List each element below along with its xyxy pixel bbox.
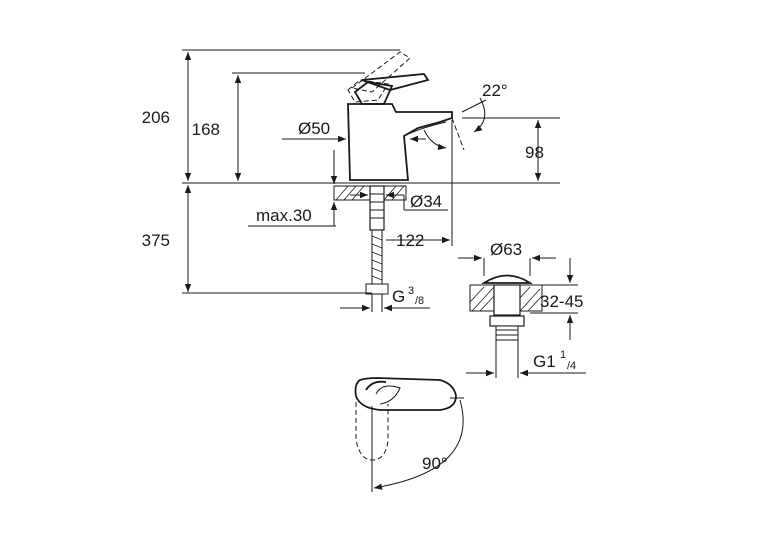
dim-outlet-height: 98 <box>525 143 544 162</box>
dim-waste-diameter: Ø63 <box>490 240 522 259</box>
dim-handle-angle: 90° <box>422 454 448 473</box>
deck-section <box>333 185 407 312</box>
vertical-dimensions <box>182 52 542 294</box>
dim-connection-sub: /8 <box>415 295 424 307</box>
hole-diameter-dimension: Ø34 <box>350 191 448 211</box>
dim-hose-length: 375 <box>142 231 170 250</box>
dim-max-deck: max.30 <box>256 206 312 225</box>
dimension-206: 206 <box>142 108 170 127</box>
dim-body-diameter: Ø50 <box>298 119 330 138</box>
dim-projection: 122 <box>396 231 424 250</box>
dim-spout-height: 168 <box>192 120 220 139</box>
body-diameter-dimension: Ø50 <box>282 119 426 143</box>
dim-spout-angle: 22° <box>482 81 508 100</box>
dim-waste-range: 32-45 <box>540 292 583 311</box>
waste-valve-view: Ø63 32-45 G1 1 /4 <box>458 240 586 378</box>
dim-connection-sup: 3 <box>408 285 414 297</box>
dim-waste-thread: G1 <box>533 352 556 371</box>
faucet-side-view <box>182 49 560 184</box>
dim-connection-label: G <box>392 287 405 306</box>
dim-waste-sup: 1 <box>560 349 566 361</box>
dim-total-height: 206 <box>142 108 170 127</box>
deck-thickness-dimension: max.30 <box>248 150 338 227</box>
dim-hole-diameter: Ø34 <box>410 192 442 211</box>
handle-top-view: 90° <box>354 377 464 492</box>
dim-waste-sub: /4 <box>567 360 576 372</box>
projection-dimension: 122 <box>386 120 453 250</box>
connection-dimension: G 3 /8 <box>340 285 430 312</box>
